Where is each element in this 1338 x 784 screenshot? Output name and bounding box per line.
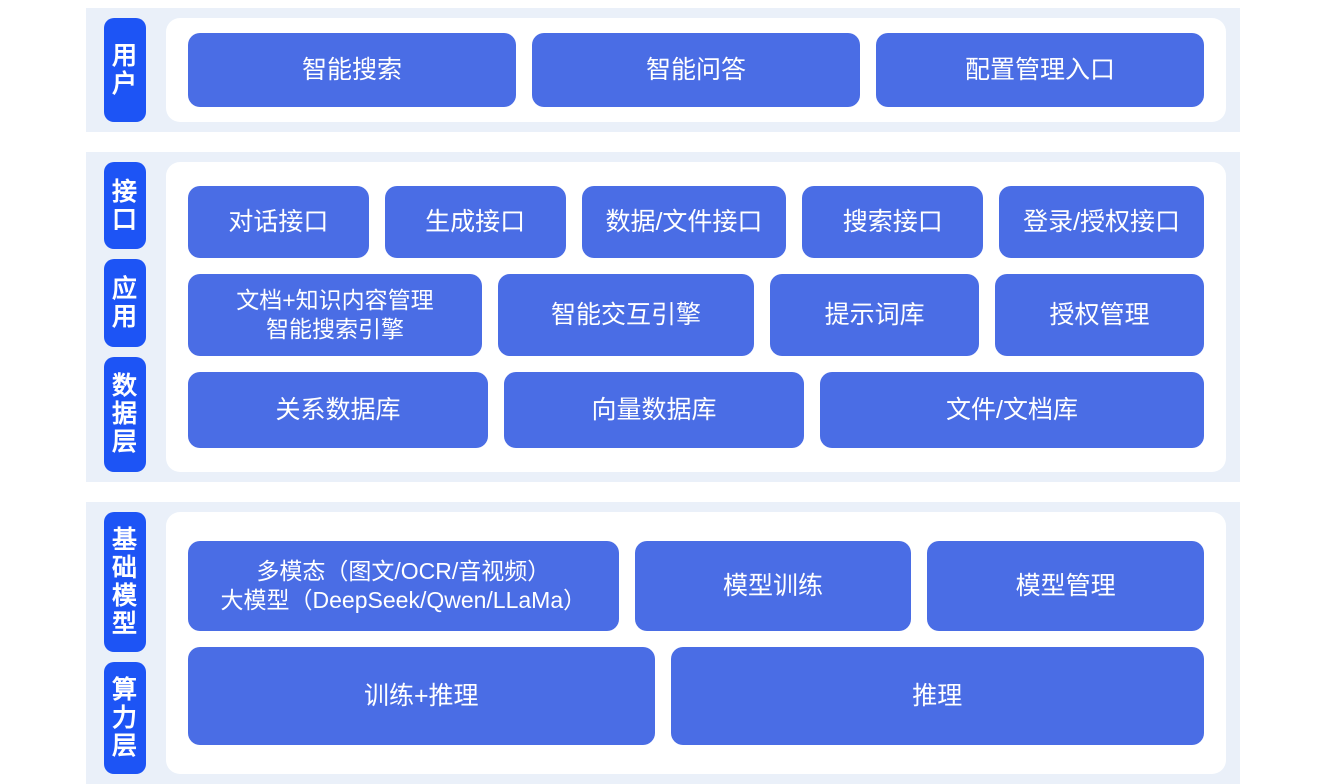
box-vector-database[interactable]: 向量数据库 — [504, 372, 804, 448]
box-doc-knowledge-content-management[interactable]: 文档+知识内容管理 智能搜索引擎 — [188, 274, 482, 356]
rail-pill-compute-layer-label: 算力层 — [111, 676, 138, 760]
rail-pill-user: 用户 — [104, 18, 146, 122]
rail-pill-foundation-model-label: 基础模型 — [111, 526, 138, 638]
rail-pill-interface-label: 接口 — [111, 177, 138, 234]
rail-infrastructure: 基础模型 算力层 — [86, 512, 154, 774]
box-dialog-api[interactable]: 对话接口 — [188, 186, 369, 258]
rail-platform: 接口 应用 数据层 — [86, 162, 154, 472]
row-compute: 训练+推理 推理 — [188, 647, 1204, 745]
rail-pill-foundation-model: 基础模型 — [104, 512, 146, 652]
row-data: 关系数据库 向量数据库 文件/文档库 — [188, 372, 1204, 448]
row-model: 多模态（图文/OCR/音视频） 大模型（DeepSeek/Qwen/LLaMa）… — [188, 541, 1205, 631]
box-multimodal-large-model[interactable]: 多模态（图文/OCR/音视频） 大模型（DeepSeek/Qwen/LLaMa） — [188, 541, 619, 631]
rail-pill-user-label: 用户 — [111, 42, 138, 98]
section-platform: 接口 应用 数据层 对话接口 生成接口 数据/文件接口 搜索接口 登录/授权接口… — [86, 152, 1240, 482]
row-interface: 对话接口 生成接口 数据/文件接口 搜索接口 登录/授权接口 — [188, 186, 1204, 258]
box-login-auth-api[interactable]: 登录/授权接口 — [999, 186, 1204, 258]
box-data-file-api[interactable]: 数据/文件接口 — [581, 186, 787, 258]
box-prompt-library[interactable]: 提示词库 — [770, 274, 980, 356]
card-user: 智能搜索 智能问答 配置管理入口 — [166, 18, 1226, 122]
box-smart-search[interactable]: 智能搜索 — [188, 33, 516, 107]
card-platform: 对话接口 生成接口 数据/文件接口 搜索接口 登录/授权接口 文档+知识内容管理… — [166, 162, 1226, 472]
rail-user: 用户 — [86, 18, 154, 122]
rail-pill-data-layer-label: 数据层 — [111, 372, 138, 457]
rail-pill-data-layer: 数据层 — [104, 356, 146, 472]
rail-pill-application: 应用 — [104, 259, 146, 347]
box-file-document-store[interactable]: 文件/文档库 — [820, 372, 1204, 448]
box-relational-database[interactable]: 关系数据库 — [188, 372, 488, 448]
box-model-training[interactable]: 模型训练 — [634, 541, 912, 631]
section-infrastructure: 基础模型 算力层 多模态（图文/OCR/音视频） 大模型（DeepSeek/Qw… — [86, 502, 1240, 784]
box-model-management[interactable]: 模型管理 — [927, 541, 1205, 631]
rail-pill-interface: 接口 — [104, 162, 146, 250]
rail-pill-application-label: 应用 — [111, 274, 138, 331]
box-authorization-management[interactable]: 授权管理 — [995, 274, 1204, 356]
row-application: 文档+知识内容管理 智能搜索引擎 智能交互引擎 提示词库 授权管理 — [188, 274, 1204, 356]
box-inference[interactable]: 推理 — [670, 647, 1204, 745]
box-generation-api[interactable]: 生成接口 — [384, 186, 566, 258]
row-user-entries: 智能搜索 智能问答 配置管理入口 — [188, 33, 1204, 107]
card-infrastructure: 多模态（图文/OCR/音视频） 大模型（DeepSeek/Qwen/LLaMa）… — [166, 512, 1226, 774]
section-user: 用户 智能搜索 智能问答 配置管理入口 — [86, 8, 1240, 132]
box-smart-interaction-engine[interactable]: 智能交互引擎 — [497, 274, 755, 356]
rail-pill-compute-layer: 算力层 — [104, 662, 146, 774]
box-smart-qa[interactable]: 智能问答 — [532, 33, 860, 107]
box-training-inference[interactable]: 训练+推理 — [188, 647, 655, 745]
box-search-api[interactable]: 搜索接口 — [802, 186, 984, 258]
box-config-management-entry[interactable]: 配置管理入口 — [876, 33, 1204, 107]
